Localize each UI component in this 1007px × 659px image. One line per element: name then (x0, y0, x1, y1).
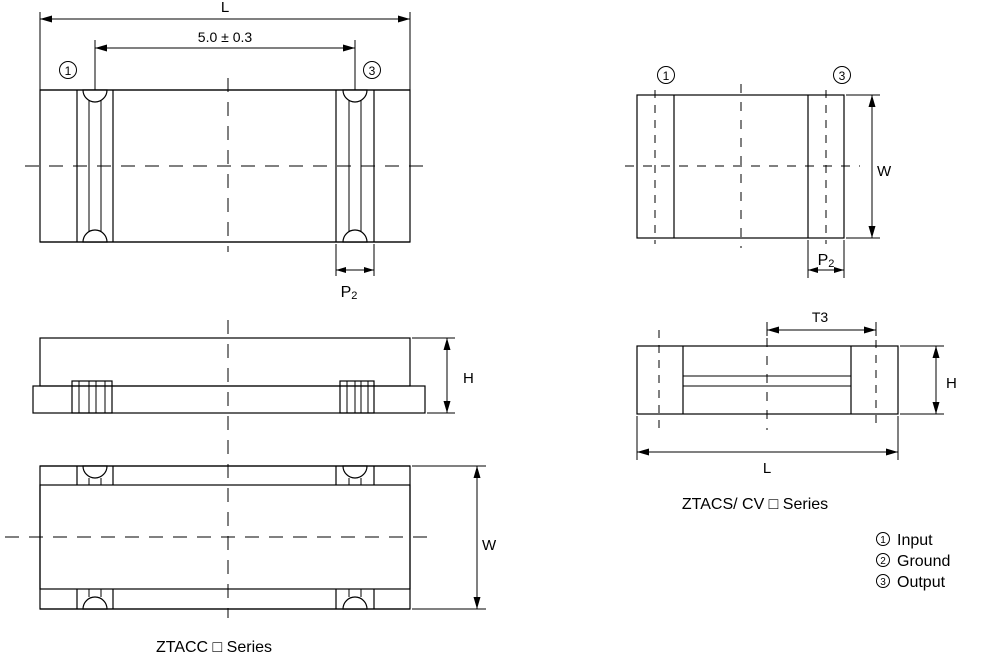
dim-length-label-right: L (763, 460, 771, 477)
dim-p2-main-right: P (818, 252, 829, 269)
ztacc-top-view: L 5.0 ± 0.3 ① 1 ③ 3 (25, 0, 428, 302)
legend-label-ground: Ground (897, 553, 950, 570)
dim-width-label-right: W (877, 163, 892, 180)
dim-p2-top: P2 (335, 244, 375, 302)
pin1-digit-right: 1 (663, 69, 670, 83)
legend-marker-digit: 3 (880, 577, 886, 588)
dim-height-right: H (900, 345, 957, 415)
pin3-digit-right: 3 (839, 69, 846, 83)
pin-legend: 1 ① Input 2 ② Ground 3 ③ Output (876, 532, 950, 591)
legend-marker-digit: 1 (880, 535, 886, 546)
dim-pitch: 5.0 ± 0.3 (94, 29, 356, 92)
dim-width-label: W (482, 537, 497, 554)
dim-p2-label: P2 (341, 284, 358, 302)
ztacs-top-view: ① 1 ③ 3 W P2 (625, 66, 892, 278)
dim-width-right: W (846, 94, 892, 239)
dim-length-right: L (636, 416, 899, 477)
dim-height-side: H (412, 337, 474, 414)
dim-pitch-label: 5.0 ± 0.3 (198, 29, 253, 45)
dim-p2-sub-right: 2 (828, 258, 834, 270)
dim-t3: T3 (766, 309, 877, 336)
dim-length-top: L (39, 0, 411, 90)
legend-item-input: 1 ① Input (876, 532, 933, 549)
dim-p2-sub: 2 (351, 290, 357, 302)
dim-height-label-right: H (946, 375, 957, 392)
legend-label-input: Input (897, 532, 933, 549)
pin3-digit: 3 (369, 64, 376, 78)
legend-marker-digit: 2 (880, 556, 886, 567)
dim-p2-label-right: P2 (818, 252, 835, 270)
dim-p2-right: P2 (807, 240, 845, 278)
dim-p2-main: P (341, 284, 352, 301)
dim-t3-label: T3 (812, 309, 829, 325)
caption-ztacc: ZTACC □ Series (156, 639, 272, 656)
caption-ztacs: ZTACS/ CV □ Series (682, 496, 828, 513)
ztacc-side-view: H (32, 320, 474, 430)
ztacs-side-view: T3 H L ZTACS/ CV □ Series (636, 309, 957, 513)
pin1-digit: 1 (65, 64, 72, 78)
legend-item-output: 3 ③ Output (876, 574, 946, 591)
legend-item-ground: 2 ② Ground (876, 553, 950, 570)
dim-height-label: H (463, 370, 474, 387)
dim-width-bottom: W (412, 465, 497, 610)
ztacc-bottom-view: W ZTACC □ Series (5, 440, 497, 656)
legend-label-output: Output (897, 574, 946, 591)
dim-length-label: L (221, 0, 229, 16)
